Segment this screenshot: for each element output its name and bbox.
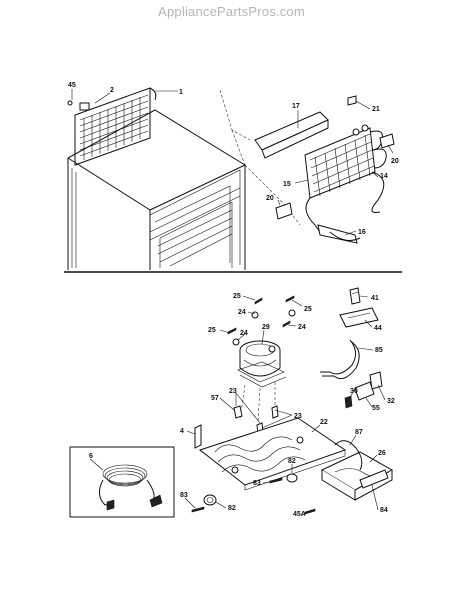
callout-17: 17 (292, 103, 300, 110)
bracket-20-upper (379, 133, 395, 149)
screws-83 (191, 477, 283, 513)
site-watermark: AppliancePartsPros.com (158, 4, 305, 19)
callout-45: 45 (68, 82, 76, 89)
callout-24a: 24 (238, 309, 246, 316)
callout-24b: 24 (298, 324, 306, 331)
condenser-bracket (79, 102, 90, 111)
callout-57: 57 (211, 395, 219, 402)
callout-6: 6 (89, 453, 93, 460)
callout-20b: 20 (266, 195, 274, 202)
callout-25a: 25 (233, 293, 241, 300)
condenser-coil (74, 87, 157, 166)
callout-14: 14 (380, 173, 388, 180)
callout-45a: 45A (293, 511, 306, 518)
callout-22: 22 (320, 419, 328, 426)
callout-82b: 82 (228, 505, 236, 512)
callout-20a: 20 (391, 158, 399, 165)
tubing-14 (371, 171, 385, 213)
callout-29: 29 (262, 324, 270, 331)
part-4-cover (194, 424, 202, 449)
screw-45 (67, 100, 73, 106)
callout-23a: 23 (229, 388, 237, 395)
callout-16: 16 (358, 229, 366, 236)
callout-21: 21 (372, 106, 380, 113)
callout-leaders (71, 89, 394, 515)
power-cord-inset (69, 446, 175, 518)
callout-25b: 25 (304, 306, 312, 313)
drain-pan (320, 440, 394, 501)
callout-44: 44 (374, 325, 382, 332)
callout-87: 87 (355, 429, 363, 436)
wire-harness-85 (320, 339, 356, 375)
relay-assembly (344, 371, 383, 409)
callout-84: 84 (380, 507, 388, 514)
callout-26: 26 (378, 450, 386, 457)
callout-23b: 23 (294, 413, 302, 420)
callout-85: 85 (375, 347, 383, 354)
callout-1: 1 (179, 89, 183, 96)
callout-83a: 83 (253, 480, 261, 487)
callout-2: 2 (110, 87, 114, 94)
callout-82a: 82 (288, 458, 296, 465)
cabinet-shell (67, 109, 246, 270)
callout-24c: 24 (240, 330, 248, 337)
drain-trough-16 (317, 224, 358, 244)
evaporator-cover (254, 111, 329, 159)
callout-55: 55 (372, 405, 380, 412)
evaporator-coil (304, 124, 387, 199)
part-45a (304, 508, 316, 515)
callout-25c: 25 (208, 327, 216, 334)
compressor-mounting-hardware (227, 295, 296, 346)
overload-relay (339, 287, 379, 328)
bracket-20-lower (275, 202, 293, 220)
callout-labels: 45 2 1 17 21 20 15 14 20 16 25 25 24 29 … (68, 82, 399, 518)
callout-4: 4 (180, 428, 184, 435)
compressor (237, 340, 287, 388)
callout-41: 41 (371, 295, 379, 302)
callout-83b: 83 (180, 492, 188, 499)
base-plate (198, 417, 347, 491)
callout-15: 15 (283, 181, 291, 188)
callout-30: 30 (350, 388, 358, 395)
callout-32: 32 (387, 398, 395, 405)
part-21-fitting (347, 95, 357, 106)
